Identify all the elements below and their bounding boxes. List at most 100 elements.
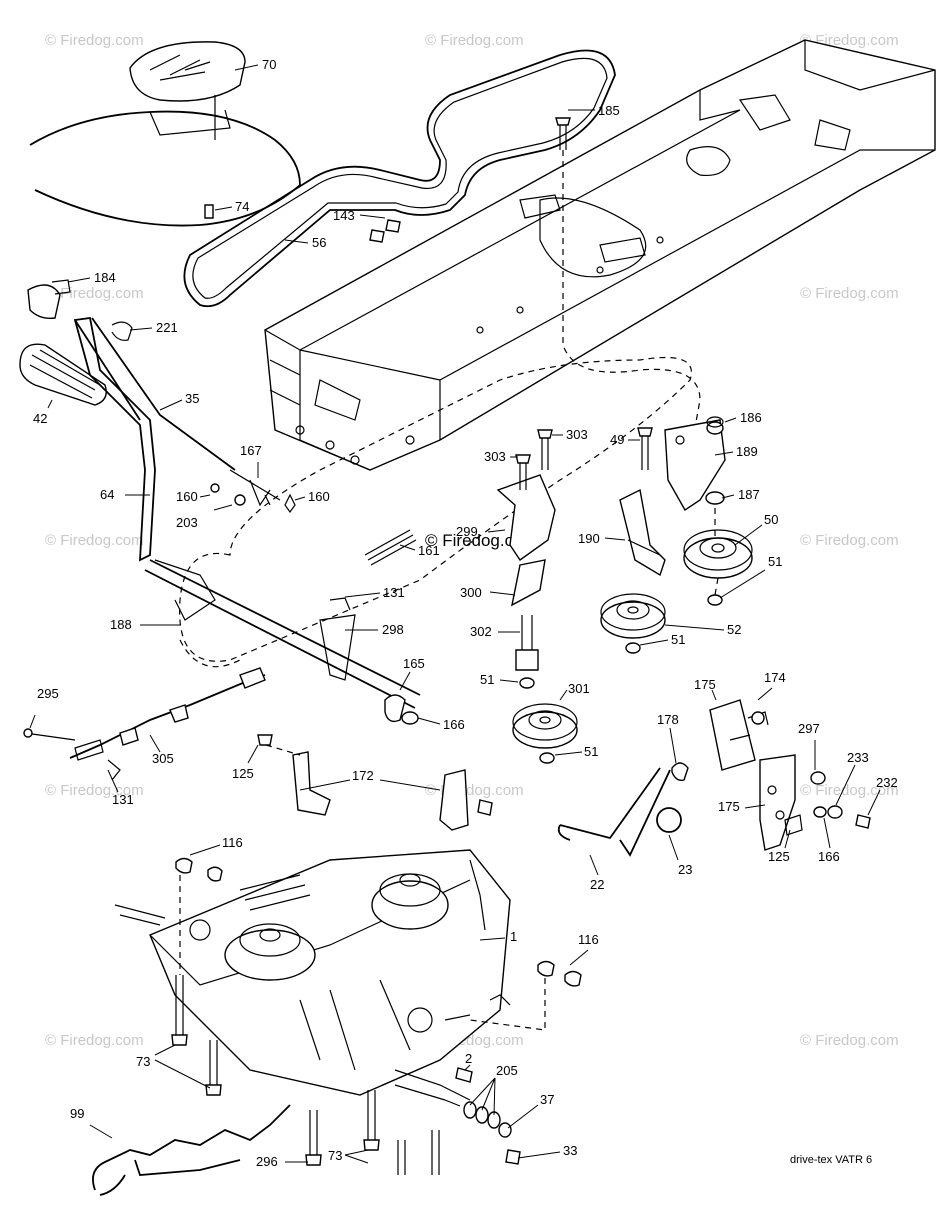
callout-label: 23 bbox=[678, 862, 692, 877]
bolt-185 bbox=[555, 117, 701, 456]
fender-assembly bbox=[29, 41, 301, 227]
control-cable bbox=[23, 667, 266, 781]
watermark: © Firedog.com bbox=[800, 532, 899, 549]
callout-label: 33 bbox=[563, 1143, 577, 1158]
brake-linkage bbox=[210, 469, 296, 514]
callout-label: 125 bbox=[768, 849, 790, 864]
callout-label: 203 bbox=[176, 515, 198, 530]
watermark-center: © Firedog.com bbox=[425, 531, 537, 550]
callout-label: 52 bbox=[727, 622, 741, 637]
callout-label: 189 bbox=[736, 444, 758, 459]
callout-label: 175 bbox=[694, 677, 716, 692]
spring-161 bbox=[319, 529, 417, 681]
watermark: © Firedog.com bbox=[800, 782, 899, 799]
callout-label: 2 bbox=[465, 1051, 472, 1066]
callout-label: 296 bbox=[256, 1154, 278, 1169]
callout-label: 49 bbox=[610, 432, 624, 447]
axle-hardware bbox=[444, 1067, 521, 1165]
callout-label: 51 bbox=[480, 672, 494, 687]
callout-label: 185 bbox=[598, 103, 620, 118]
chassis-frame bbox=[264, 39, 936, 471]
callout-label: 1 bbox=[510, 929, 517, 944]
callout-label: 300 bbox=[460, 585, 482, 600]
watermark: © Firedog.com bbox=[45, 1032, 144, 1049]
callout-label: 73 bbox=[328, 1148, 342, 1163]
callout-label: 298 bbox=[382, 622, 404, 637]
callout-label: 233 bbox=[847, 750, 869, 765]
leader-lines bbox=[29, 64, 881, 1164]
callout-label: 303 bbox=[566, 427, 588, 442]
watermark: © Firedog.com bbox=[45, 532, 144, 549]
callout-labels: 70 185 74 143 56 184 221 35 42 186 189 4… bbox=[33, 57, 898, 1169]
callout-label: 51 bbox=[584, 744, 598, 759]
spring-rod-99 bbox=[92, 1104, 291, 1196]
pulley-50 bbox=[683, 529, 753, 606]
callout-label: 73 bbox=[136, 1054, 150, 1069]
callout-label: 160 bbox=[176, 489, 198, 504]
callout-label: 184 bbox=[94, 270, 116, 285]
drive-belt bbox=[183, 49, 616, 308]
watermark: © Firedog.com bbox=[800, 1032, 899, 1049]
callout-label: 178 bbox=[657, 712, 679, 727]
diagram-footer: drive-tex VATR 6 bbox=[790, 1154, 872, 1166]
brake-pedal bbox=[19, 316, 421, 725]
watermark: © Firedog.com bbox=[45, 32, 144, 49]
callout-label: 70 bbox=[262, 57, 276, 72]
center-bracket bbox=[496, 429, 556, 689]
callout-label: 166 bbox=[443, 717, 465, 732]
pulley-301 bbox=[512, 703, 578, 764]
watermark: © Firedog.com bbox=[45, 782, 144, 799]
callout-label: 165 bbox=[403, 656, 425, 671]
callout-label: 188 bbox=[110, 617, 132, 632]
callout-label: 50 bbox=[764, 512, 778, 527]
callout-label: 143 bbox=[333, 208, 355, 223]
watermarks: © Firedog.com © Firedog.com © Firedog.co… bbox=[45, 32, 899, 1049]
callout-label: 302 bbox=[470, 624, 492, 639]
callout-label: 37 bbox=[540, 1092, 554, 1107]
callout-label: 205 bbox=[496, 1063, 518, 1078]
callout-label: 116 bbox=[578, 932, 599, 947]
callout-label: 125 bbox=[232, 766, 254, 781]
callout-label: 172 bbox=[352, 768, 374, 783]
watermark: © Firedog.com bbox=[425, 32, 524, 49]
callout-label: 166 bbox=[818, 849, 840, 864]
callout-label: 174 bbox=[764, 670, 786, 685]
watermark: © Firedog.com bbox=[425, 782, 524, 799]
callout-label: 131 bbox=[112, 792, 134, 807]
callout-label: 51 bbox=[768, 554, 782, 569]
small-hardware bbox=[27, 204, 401, 341]
callout-label: 131 bbox=[383, 585, 405, 600]
callout-label: 295 bbox=[37, 686, 59, 701]
dashed-reference-loop bbox=[178, 356, 692, 668]
callout-label: 232 bbox=[876, 775, 898, 790]
idler-bracket-189 bbox=[637, 416, 726, 540]
mounting-bolts bbox=[171, 857, 582, 1175]
callout-label: 161 bbox=[418, 543, 440, 558]
callout-label: 221 bbox=[156, 320, 178, 335]
callout-label: 35 bbox=[185, 391, 199, 406]
callout-label: 190 bbox=[578, 531, 600, 546]
callout-label: 305 bbox=[152, 751, 174, 766]
callout-label: 56 bbox=[312, 235, 326, 250]
callout-label: 175 bbox=[718, 799, 740, 814]
callout-label: 99 bbox=[70, 1106, 84, 1121]
callout-label: 22 bbox=[590, 877, 604, 892]
callout-label: 299 bbox=[456, 524, 478, 539]
bracket-190 bbox=[619, 488, 666, 577]
callout-label: 42 bbox=[33, 411, 47, 426]
callout-label: 297 bbox=[798, 721, 820, 736]
transaxle bbox=[114, 849, 511, 1101]
pulley-52 bbox=[600, 593, 666, 654]
transaxle-bracket-172 bbox=[257, 734, 493, 831]
watermark: © Firedog.com bbox=[800, 285, 899, 302]
callout-label: 186 bbox=[740, 410, 762, 425]
callout-label: 160 bbox=[308, 489, 330, 504]
callout-label: 167 bbox=[240, 443, 262, 458]
callout-label: 187 bbox=[738, 487, 760, 502]
callout-label: 303 bbox=[484, 449, 506, 464]
callout-label: 116 bbox=[222, 835, 243, 850]
callout-label: 64 bbox=[100, 487, 114, 502]
callout-label: 301 bbox=[568, 681, 590, 696]
callout-label: 51 bbox=[671, 632, 685, 647]
